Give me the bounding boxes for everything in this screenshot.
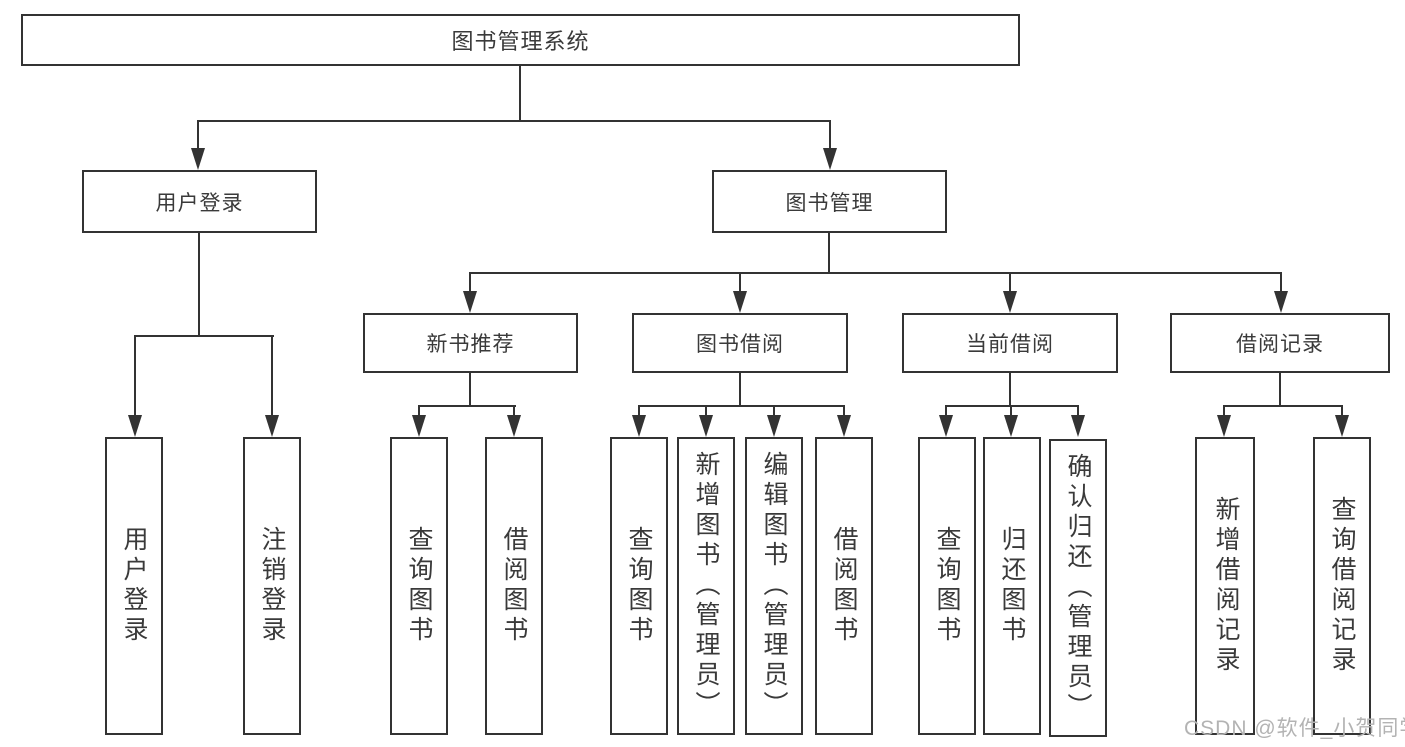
leaf-borrow-add-book-admin: 新增图书（管理员）: [677, 437, 735, 735]
arrow-down-icon: [412, 415, 426, 437]
connector-line: [828, 233, 830, 274]
arrow-down-icon: [1217, 415, 1231, 437]
node-book-management: 图书管理: [712, 170, 947, 233]
connector-line: [739, 272, 741, 293]
connector-line: [134, 335, 274, 337]
connector-line: [198, 120, 831, 122]
leaf-newbook-borrow-book: 借阅图书: [485, 437, 543, 735]
node-library-management-system: 图书管理系统: [21, 14, 1020, 66]
arrow-down-icon: [1335, 415, 1349, 437]
arrow-down-icon: [191, 148, 205, 170]
arrow-down-icon: [1004, 415, 1018, 437]
connector-line: [198, 233, 200, 337]
connector-line: [419, 405, 516, 407]
connector-line: [469, 272, 471, 293]
arrow-down-icon: [699, 415, 713, 437]
arrow-down-icon: [767, 415, 781, 437]
leaf-borrow-edit-book-admin: 编辑图书（管理员）: [745, 437, 803, 735]
connector-line: [1009, 373, 1011, 407]
connector-line: [1010, 405, 1012, 417]
arrow-down-icon: [507, 415, 521, 437]
leaf-newbook-query-book: 查询图书: [390, 437, 448, 735]
connector-line: [1280, 272, 1282, 293]
connector-line: [470, 272, 1282, 274]
connector-line: [843, 405, 845, 417]
connector-line: [1009, 272, 1011, 293]
connector-line: [946, 405, 1079, 407]
node-new-book-recommendation: 新书推荐: [363, 313, 578, 373]
leaf-logout: 注销登录: [243, 437, 301, 735]
arrow-down-icon: [128, 415, 142, 437]
arrow-down-icon: [265, 415, 279, 437]
arrow-down-icon: [823, 148, 837, 170]
leaf-current-query-book: 查询图书: [918, 437, 976, 735]
node-book-borrowing: 图书借阅: [632, 313, 848, 373]
connector-line: [519, 66, 521, 122]
leaf-borrow-query-book: 查询图书: [610, 437, 668, 735]
connector-line: [513, 405, 515, 417]
arrow-down-icon: [1274, 291, 1288, 313]
connector-line: [945, 405, 947, 417]
arrow-down-icon: [632, 415, 646, 437]
connector-line: [197, 120, 199, 150]
connector-line: [638, 405, 640, 417]
arrow-down-icon: [1003, 291, 1017, 313]
connector-line: [639, 405, 845, 407]
connector-line: [1223, 405, 1225, 417]
arrow-down-icon: [463, 291, 477, 313]
leaf-borrow-borrow-book: 借阅图书: [815, 437, 873, 735]
connector-line: [469, 373, 471, 407]
connector-line: [739, 373, 741, 407]
leaf-current-return-book: 归还图书: [983, 437, 1041, 735]
leaf-records-add-record: 新增借阅记录: [1195, 437, 1255, 735]
node-user-login: 用户登录: [82, 170, 317, 233]
connector-line: [1341, 405, 1343, 417]
connector-line: [1224, 405, 1343, 407]
connector-line: [829, 120, 831, 150]
leaf-user-login: 用户登录: [105, 437, 163, 735]
node-borrowing-records: 借阅记录: [1170, 313, 1390, 373]
leaf-current-confirm-return-admin: 确认归还（管理员）: [1049, 439, 1107, 737]
csdn-watermark: CSDN @软件_小贺同学: [1184, 717, 1405, 740]
connector-line: [134, 335, 136, 417]
arrow-down-icon: [939, 415, 953, 437]
connector-line: [271, 335, 273, 417]
leaf-records-query-record: 查询借阅记录: [1313, 437, 1371, 735]
arrow-down-icon: [837, 415, 851, 437]
arrow-down-icon: [733, 291, 747, 313]
node-current-borrowing: 当前借阅: [902, 313, 1118, 373]
connector-line: [418, 405, 420, 417]
arrow-down-icon: [1071, 415, 1085, 437]
connector-line: [1077, 405, 1079, 417]
connector-line: [1279, 373, 1281, 407]
connector-line: [773, 405, 775, 417]
connector-line: [705, 405, 707, 417]
